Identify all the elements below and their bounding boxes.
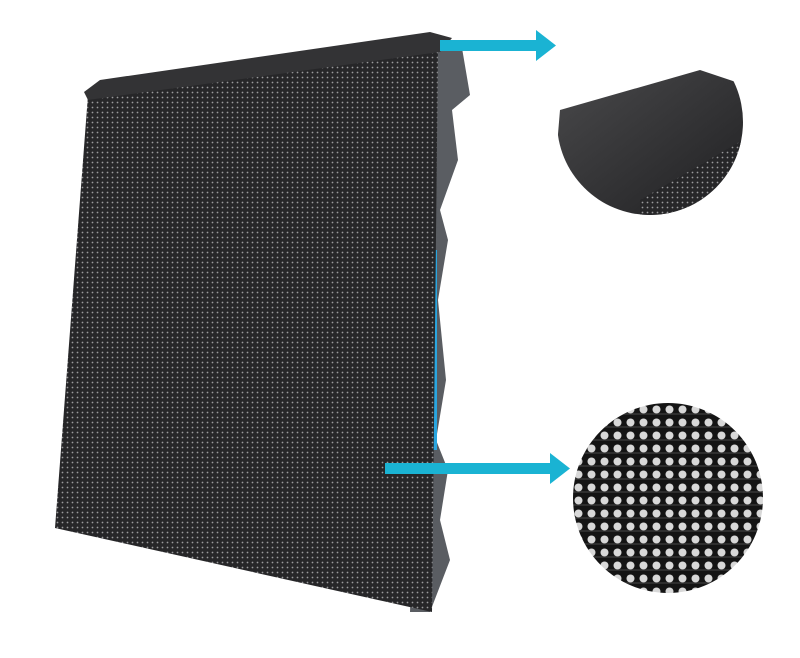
arrow-right-icon (440, 30, 556, 61)
panel-top-cover (84, 32, 452, 100)
led-module-detail (573, 403, 763, 593)
accent-strip (433, 250, 437, 450)
top-edge-detail (557, 29, 743, 215)
led-panel-face (55, 48, 438, 612)
arrow-right-icon (385, 453, 570, 484)
